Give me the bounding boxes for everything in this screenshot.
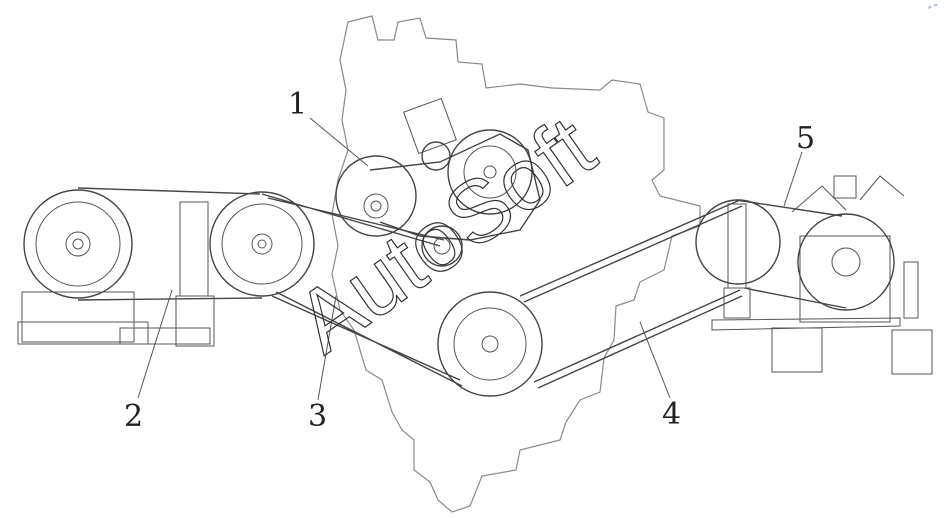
belt-lines (77, 133, 847, 389)
callout-4: 4 (662, 397, 681, 432)
belt-4 (519, 199, 743, 389)
left-pulley-assembly (17, 189, 315, 347)
callout-5: 5 (796, 121, 815, 156)
belt-3 (261, 193, 463, 387)
callout-3: 3 (308, 399, 327, 434)
corner-logo: ≈ ═ (926, 2, 939, 12)
engine-pulleys (335, 97, 543, 397)
leader-lines (137, 117, 803, 401)
callout-1: 1 (288, 87, 307, 122)
compressor-assembly (695, 175, 933, 375)
belt-1 (369, 133, 541, 241)
belt-2 (77, 187, 263, 301)
callout-2: 2 (124, 399, 143, 434)
